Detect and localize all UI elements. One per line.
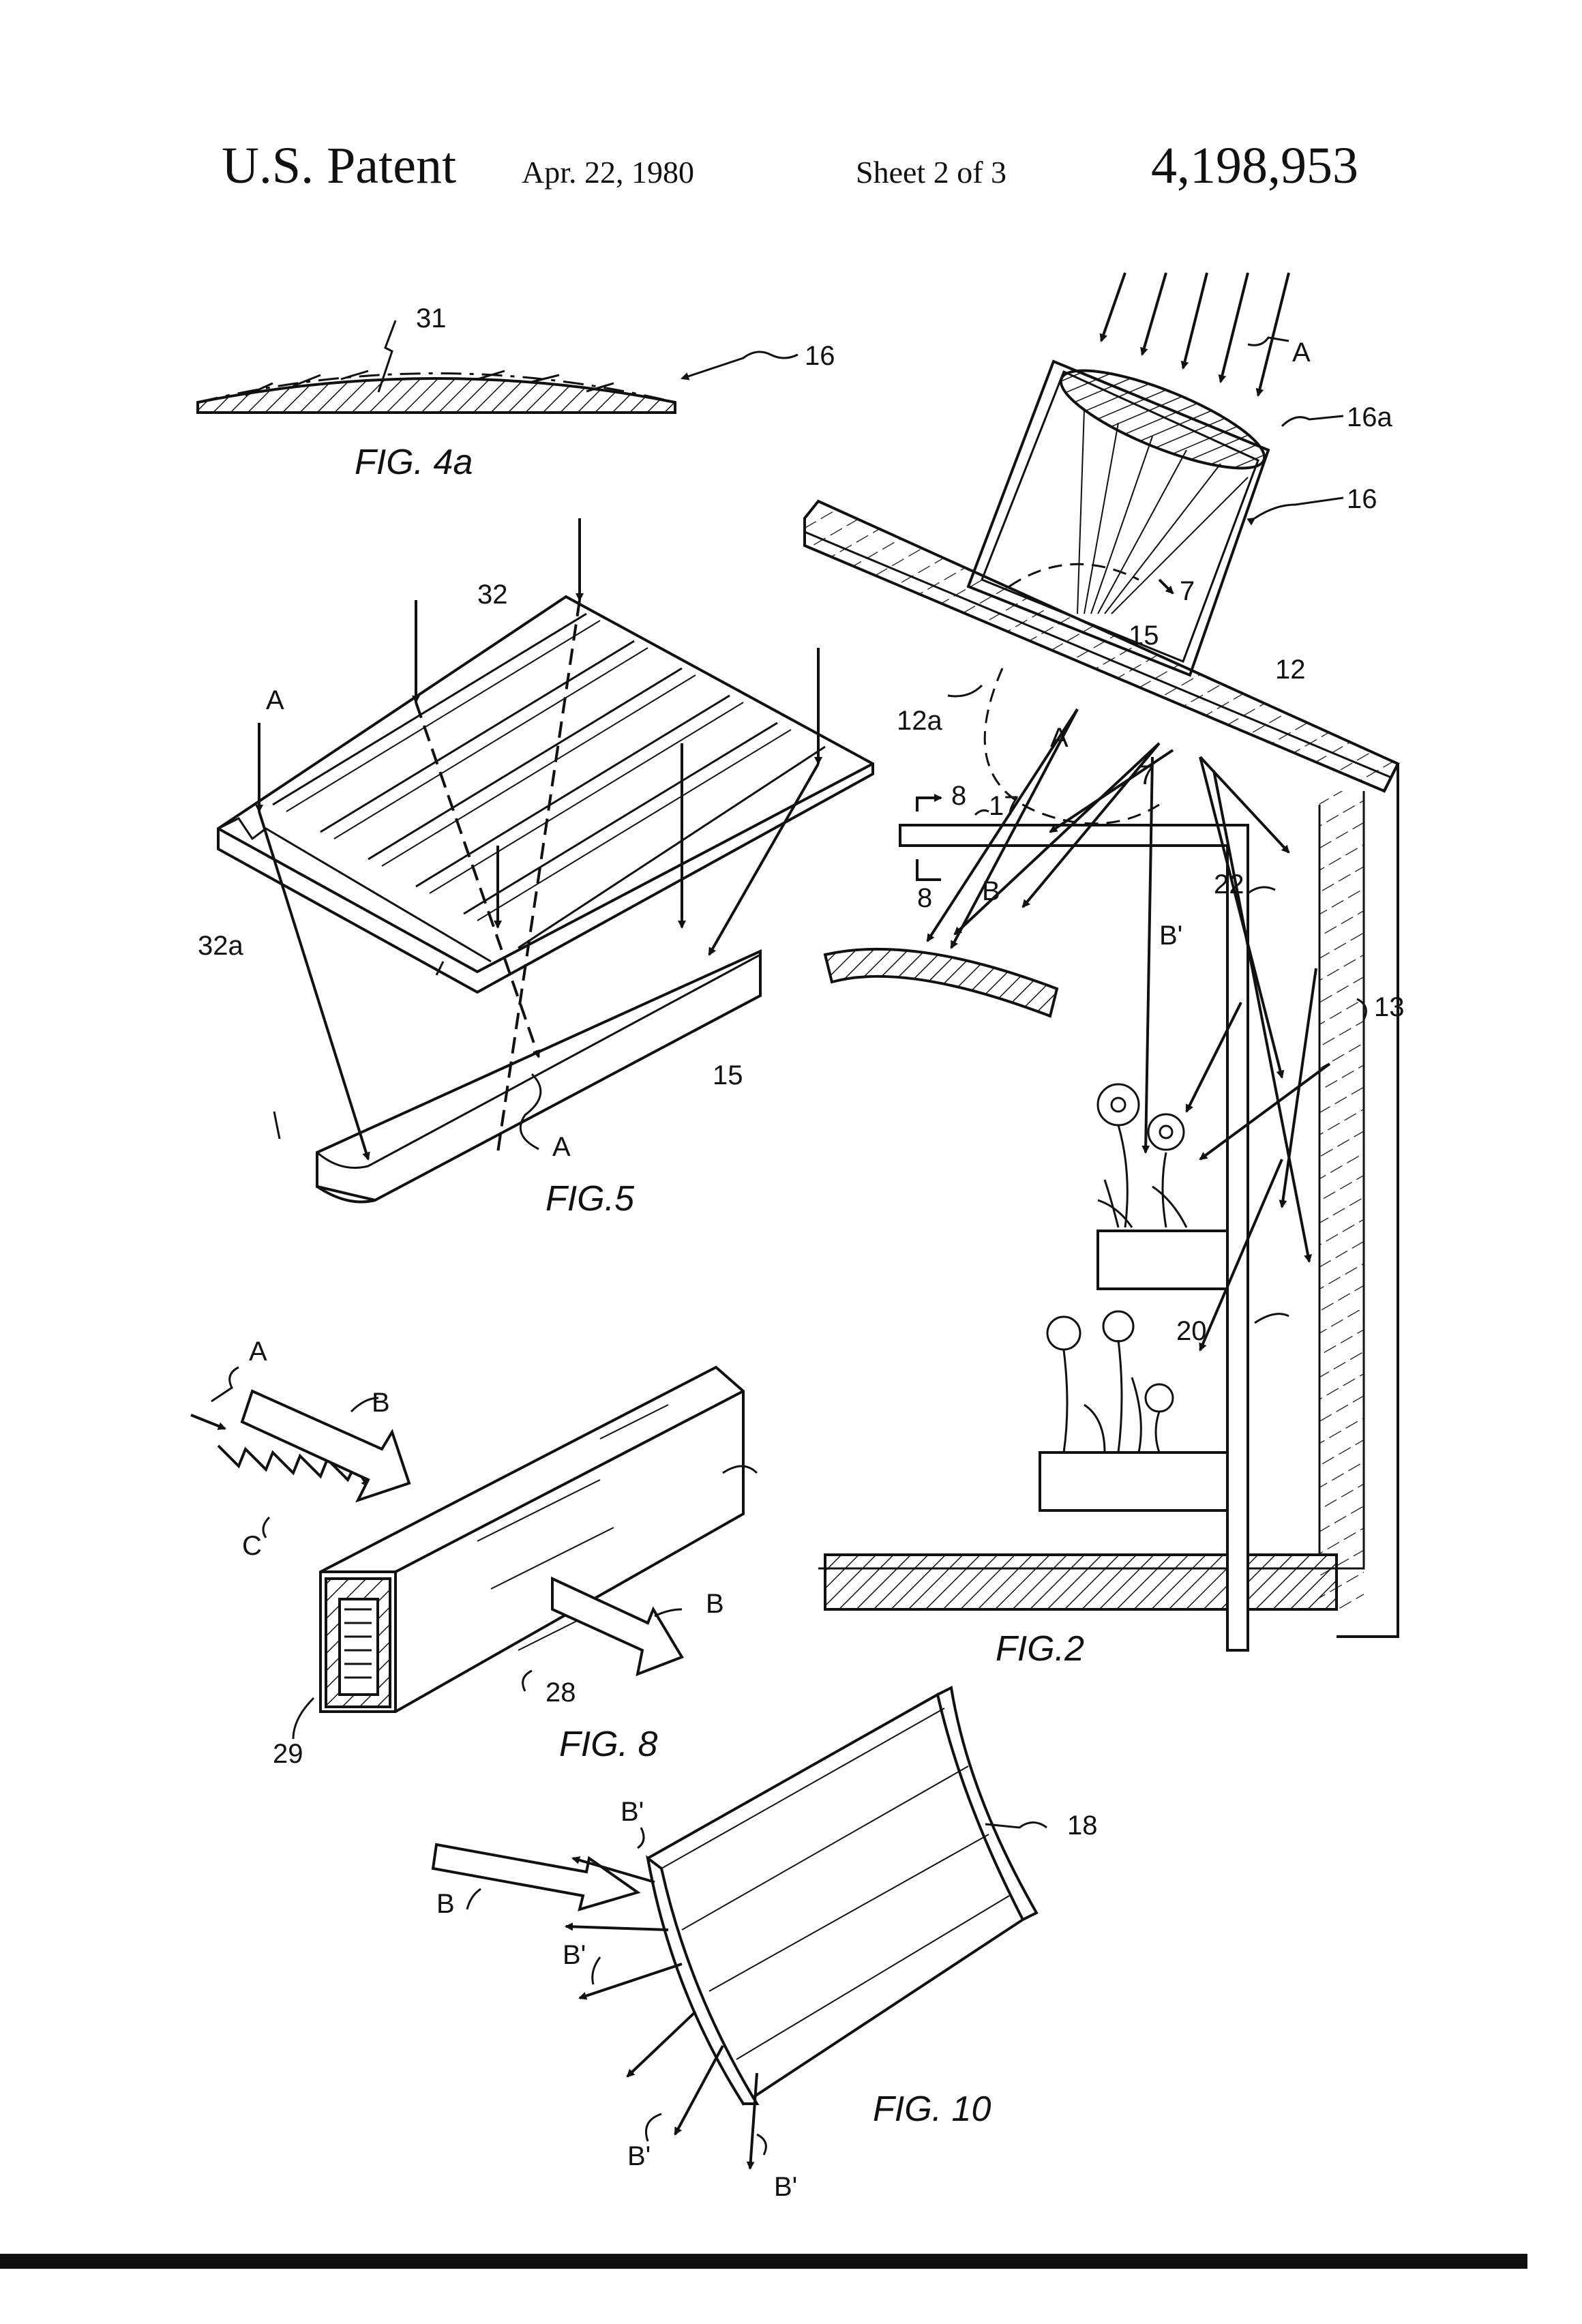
figure-2 <box>805 273 1398 1650</box>
arrow-B-small <box>552 1579 682 1674</box>
ref-C: C <box>242 1531 262 1561</box>
figure-8 <box>191 1367 757 1739</box>
caption-fig4a: FIG. 4a <box>355 443 473 482</box>
ref-16: 16 <box>805 341 835 371</box>
ref-B-fig8-top: B <box>372 1388 390 1418</box>
ref-22: 22 <box>1214 869 1244 899</box>
ref-32a: 32a <box>198 931 243 961</box>
ref-12a: 12a <box>897 706 942 736</box>
ref-A-fig2-top: A <box>1292 338 1311 368</box>
ref-8-bottom: 8 <box>917 883 932 913</box>
ref-29: 29 <box>273 1739 303 1769</box>
ref-A-fig5-top: A <box>266 685 284 715</box>
ref-16a: 16a <box>1347 402 1392 432</box>
ref-32: 32 <box>477 580 508 610</box>
ref-18: 18 <box>1067 1811 1098 1841</box>
ref-16-fig2: 16 <box>1347 484 1377 514</box>
ref-B-prime-fig2: B' <box>1159 921 1182 951</box>
ref-7-top: 7 <box>1180 576 1195 606</box>
ref-B-prime-1: B' <box>621 1797 644 1827</box>
ref-12: 12 <box>1275 655 1306 685</box>
ref-B-prime-3: B' <box>627 2141 651 2171</box>
ref-15-fig5: 15 <box>713 1060 743 1090</box>
caption-fig10: FIG. 10 <box>873 2089 991 2129</box>
ref-17: 17 <box>989 791 1019 821</box>
figure-5 <box>218 518 873 1202</box>
planter-upper <box>1098 1231 1227 1289</box>
figure-4a <box>198 321 798 413</box>
arrow-B-incoming <box>433 1845 638 1909</box>
flowers-upper <box>1098 1084 1186 1227</box>
ref-B-fig2: B <box>982 876 1000 906</box>
caption-fig2: FIG.2 <box>996 1629 1084 1669</box>
ref-B-prime-4: B' <box>774 2172 797 2202</box>
flowers-lower <box>1047 1311 1173 1452</box>
ref-31: 31 <box>416 303 447 333</box>
ref-7-bottom: 7 <box>1139 760 1154 790</box>
ref-A-fig8: A <box>249 1337 267 1367</box>
ref-20: 20 <box>1176 1316 1207 1346</box>
ref-8-top: 8 <box>951 781 966 811</box>
ref-B-prime-2: B' <box>563 1940 586 1970</box>
ref-B-fig10: B <box>436 1889 455 1919</box>
planter-lower <box>1040 1452 1227 1510</box>
fresnel-lens-section <box>198 378 675 413</box>
trough-receiver <box>317 951 760 1200</box>
ref-A-fig5-bottom: A <box>552 1132 571 1162</box>
caption-fig5: FIG.5 <box>546 1179 635 1219</box>
caption-fig8: FIG. 8 <box>559 1725 658 1764</box>
ref-A-fig2-mid: A <box>1050 723 1069 753</box>
prism-plate <box>218 597 873 992</box>
ref-28: 28 <box>546 1678 576 1708</box>
reflector-18 <box>825 949 1057 1016</box>
bottom-rule <box>0 2254 1527 2269</box>
ref-13: 13 <box>1374 992 1405 1022</box>
floor-slab <box>825 1555 1337 1609</box>
ref-15-fig2: 15 <box>1129 621 1159 651</box>
ref-B-fig8-bottom: B <box>706 1589 724 1619</box>
